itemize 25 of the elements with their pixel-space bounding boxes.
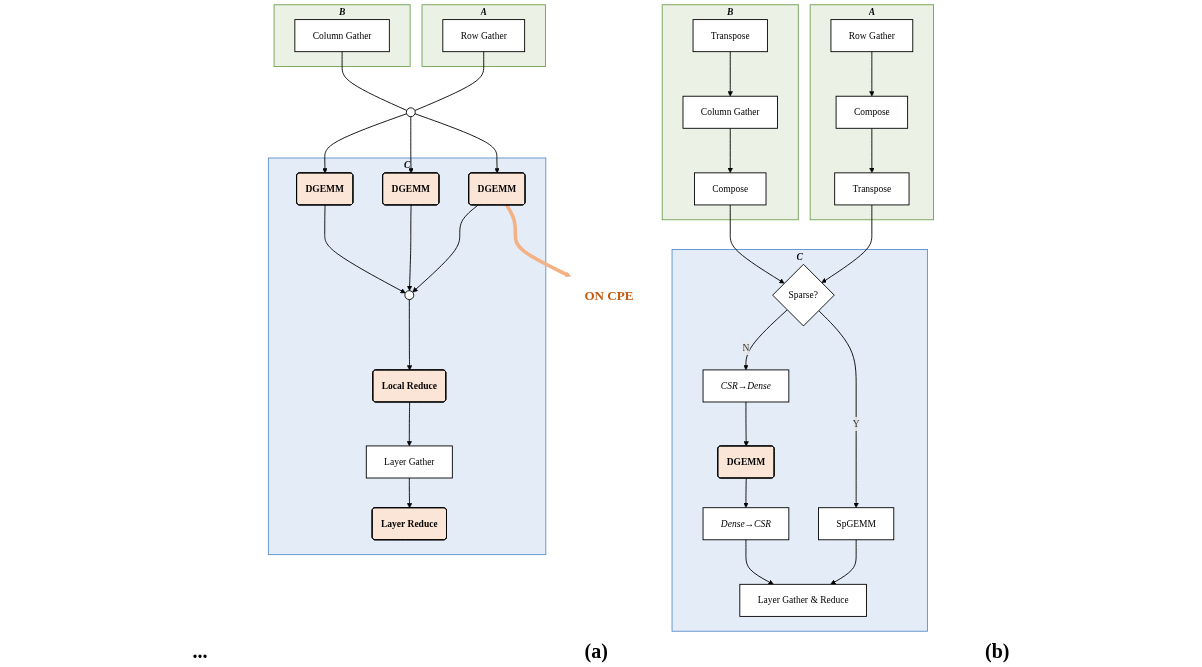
arrow xyxy=(505,204,571,277)
connector xyxy=(414,51,485,111)
connector xyxy=(341,51,408,111)
node-circle xyxy=(404,290,415,301)
node-box: Compose xyxy=(835,95,909,129)
node-diamond: Sparse? xyxy=(772,263,835,327)
node-box: Row Gather xyxy=(442,19,526,53)
label-text: (b) xyxy=(985,640,1010,663)
node-box: Layer Gather & Reduce xyxy=(739,583,867,617)
node-box: Column Gather xyxy=(682,95,778,129)
edge-label: Y xyxy=(852,418,860,429)
node-text: ON CPE xyxy=(584,287,634,303)
node-box: SpGEMM xyxy=(818,507,895,541)
node-box: Column Gather xyxy=(294,19,390,53)
node-box: Row Gather xyxy=(830,19,914,53)
edge-label: N xyxy=(742,342,750,353)
node-box: Dense→CSR xyxy=(702,507,790,541)
label-text: ... xyxy=(192,640,208,663)
node-box: Compose xyxy=(694,172,767,206)
node-circle xyxy=(405,107,416,118)
node-box: CSR→Dense xyxy=(702,369,790,403)
label-text: (a) xyxy=(584,640,608,663)
node-box: Transpose xyxy=(692,19,768,53)
node-box: Layer Gather xyxy=(365,445,453,479)
node-box: Transpose xyxy=(834,172,910,206)
